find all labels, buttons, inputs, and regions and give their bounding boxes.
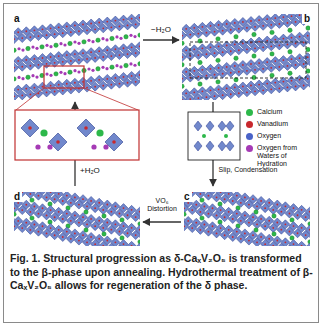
legend-text: Oxygen bbox=[257, 132, 281, 140]
arrow-label: VO₆ Distortion bbox=[143, 197, 181, 213]
transformation-arrow bbox=[143, 39, 179, 40]
legend-swatch bbox=[246, 121, 253, 128]
legend-text: Calcium bbox=[257, 108, 282, 116]
legend-entry: Vanadium bbox=[246, 120, 316, 128]
crystal-panel bbox=[14, 192, 140, 246]
structure-panel: d bbox=[12, 186, 142, 248]
arrow-label: Slip, Condensation bbox=[218, 166, 278, 174]
legend-swatch bbox=[246, 133, 253, 140]
transformation-arrow bbox=[143, 221, 181, 222]
arrow-label: +H₂O bbox=[80, 166, 110, 175]
legend-entry: Calcium bbox=[246, 108, 316, 116]
structure-panel: b bbox=[180, 8, 312, 102]
structure-panel: c bbox=[182, 186, 312, 248]
legend-entry: Oxygen bbox=[246, 132, 316, 140]
legend-entry: Oxygen from Waters of Hydration bbox=[246, 144, 316, 168]
figure-caption: Fig. 1. Structural progression as δ-CaₓV… bbox=[10, 252, 313, 293]
arrow-label: −H₂O bbox=[143, 25, 179, 34]
legend-swatch bbox=[246, 145, 253, 152]
legend-swatch bbox=[246, 109, 253, 116]
crystal-panel bbox=[14, 14, 140, 100]
crystal-panel bbox=[182, 14, 310, 100]
panel-letter: b bbox=[302, 13, 312, 24]
panel-letter: a bbox=[12, 13, 22, 24]
panel-letter: c bbox=[182, 191, 192, 202]
legend-text: Oxygen from Waters of Hydration bbox=[257, 144, 316, 168]
panel-letter: d bbox=[12, 191, 22, 202]
slip-inset bbox=[188, 112, 240, 160]
legend-text: Vanadium bbox=[257, 120, 288, 128]
crystal-panel bbox=[184, 192, 310, 246]
structure-panel: a bbox=[12, 8, 142, 102]
zoom-inset bbox=[15, 110, 139, 160]
